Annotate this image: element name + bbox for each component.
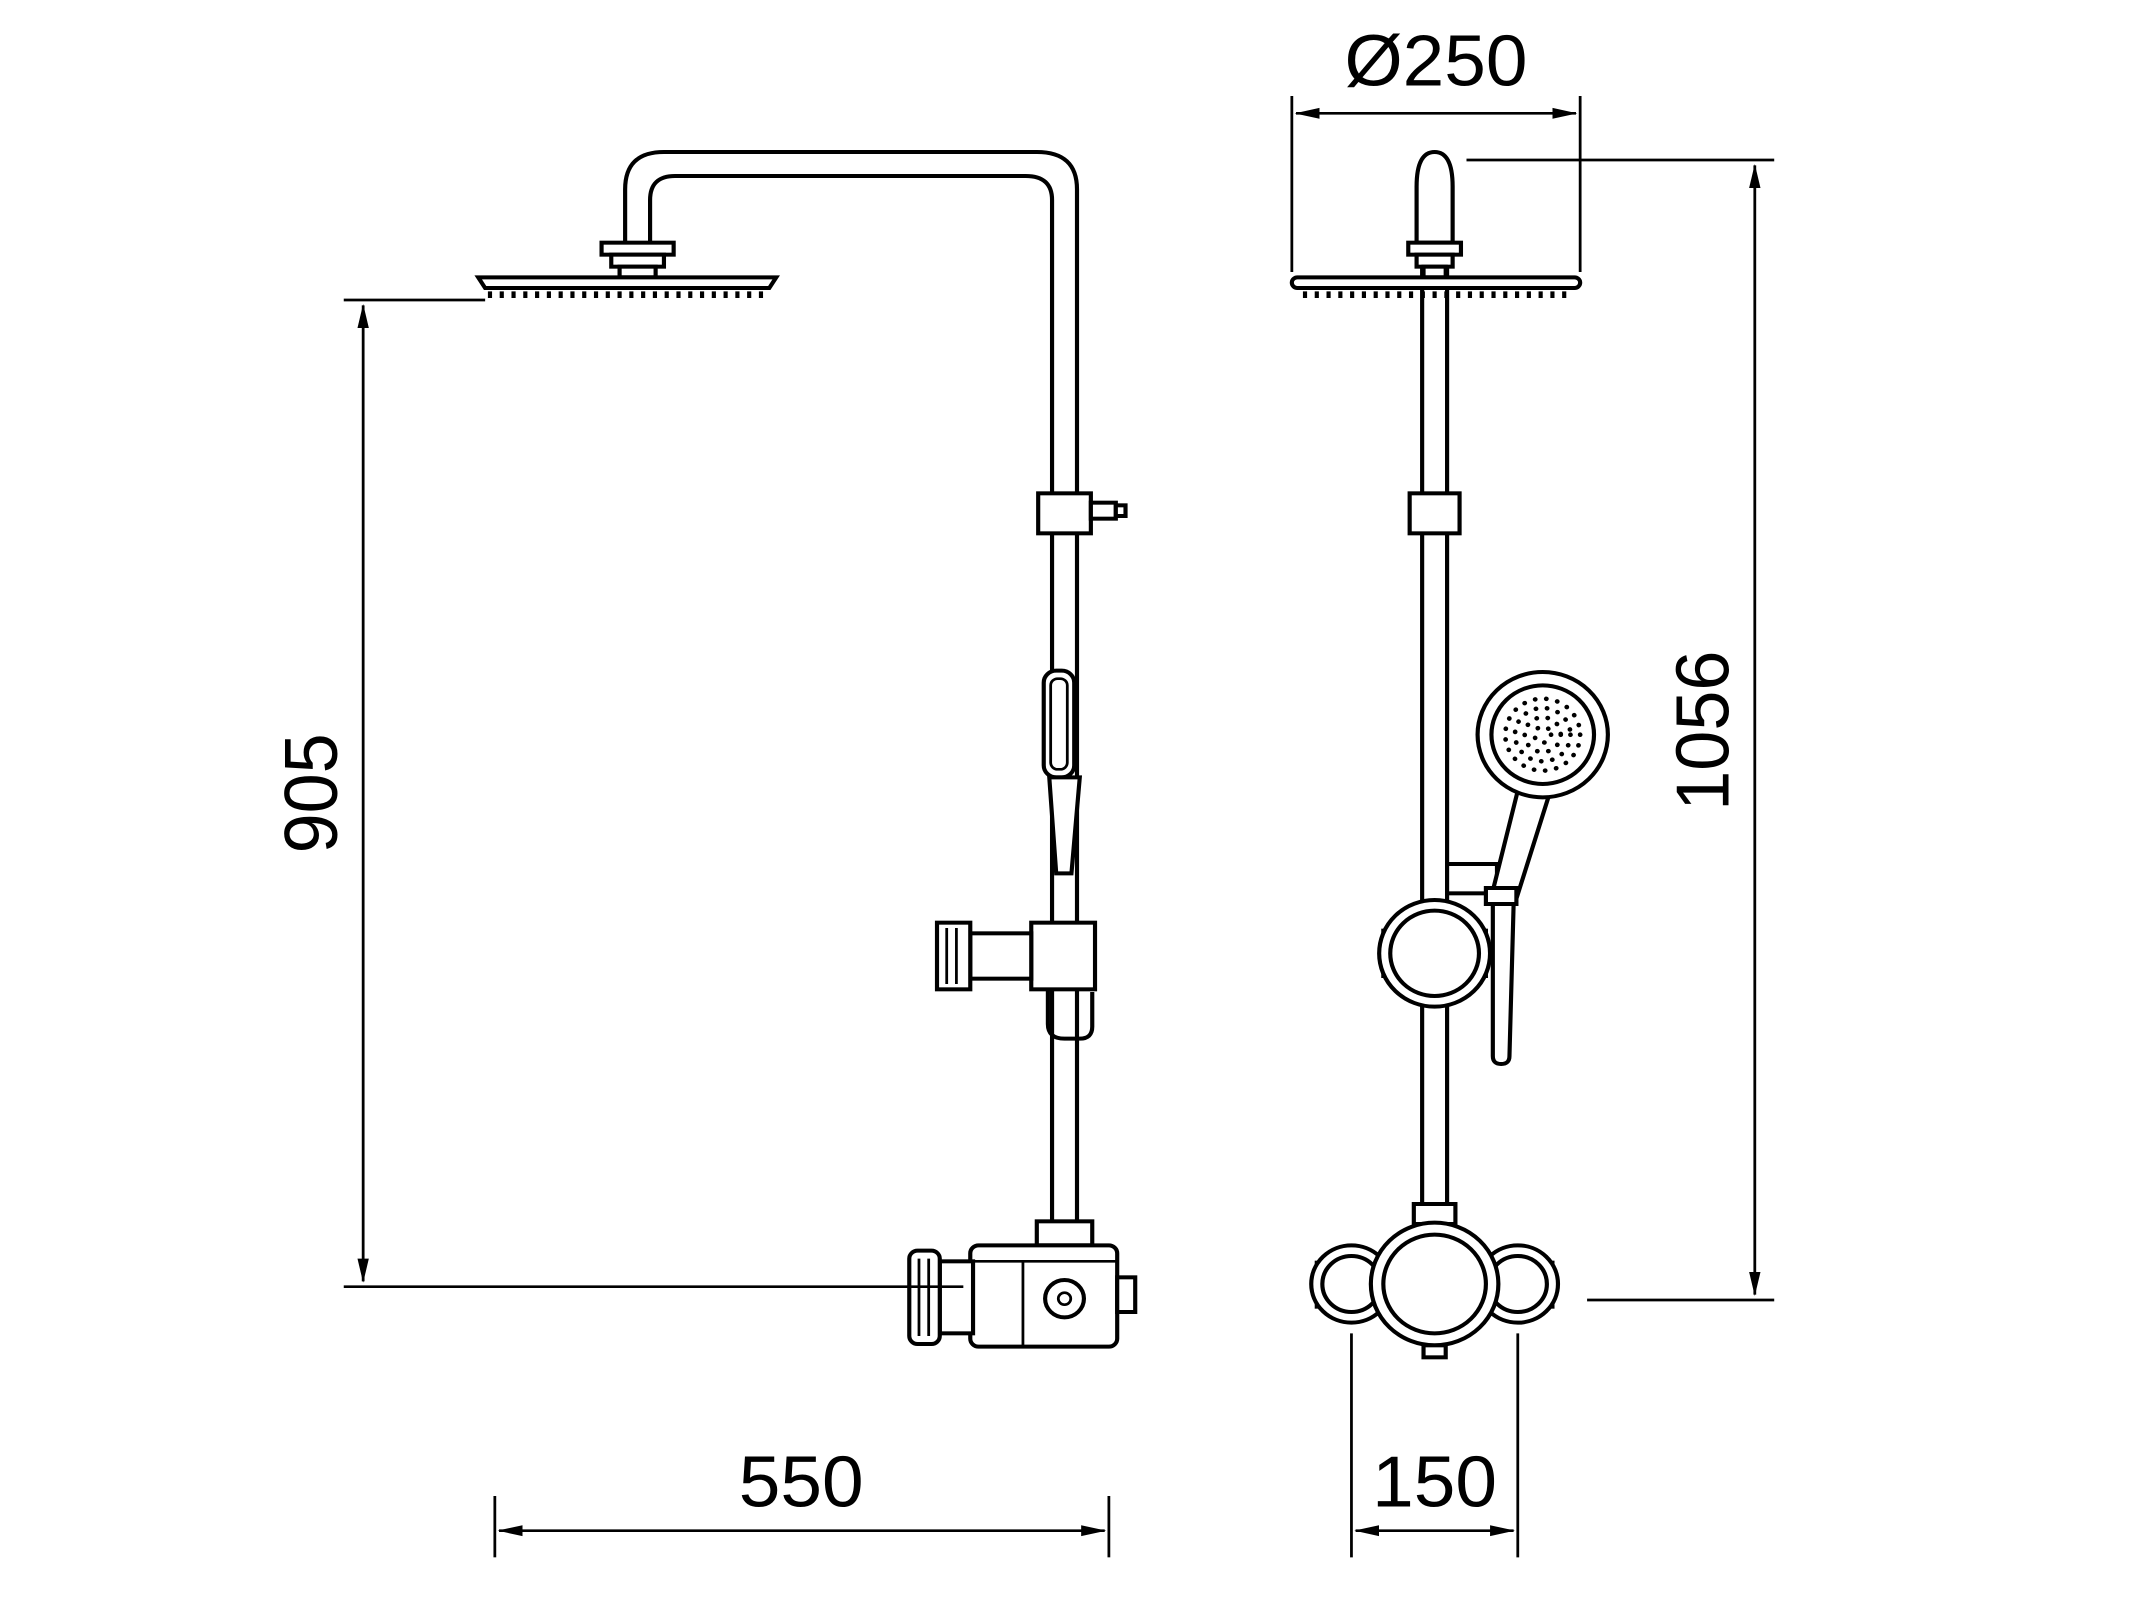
diverter-clamp [1029,920,1098,992]
diverter-knob-body [968,931,1034,981]
handset-head-detail [1049,677,1069,771]
hand-shower-front [1445,670,1610,1067]
mixer-valve-side [907,1219,1138,1349]
head-diameter-label: Ø250 [1344,21,1527,101]
rain-head-side [474,275,780,290]
riser-height-label: 905 [270,733,354,853]
handset-head-side [1041,668,1077,780]
dimension-riser-height: 905 [270,298,964,1288]
slider-clamp-side [1036,491,1128,536]
diverter-assembly-side [934,920,1098,1041]
slider-knob [1088,500,1118,521]
handset-spray-ring [1532,724,1554,745]
handset-handle-side [1047,775,1083,876]
dimension-valve-centres: 150 [1350,1333,1520,1558]
handset-head-inner [1489,683,1597,786]
slider-body [1036,491,1093,536]
side-view [474,150,1138,1349]
mixer-bottom-outlet [1421,1343,1448,1360]
diverter-knob-cap [934,920,973,992]
rain-head-front [1289,275,1583,290]
dimension-head-diameter: Ø250 [1290,21,1582,272]
front-view [1289,149,1610,1360]
diverter-knob-outer [1377,897,1493,1009]
valve-centres-label: 150 [1372,1442,1497,1522]
hose-nut [1483,886,1519,906]
mixer-knob-cap [907,1248,942,1346]
head-connector-side [599,240,676,280]
holder-hook [1045,989,1095,1041]
slider-knob-cap [1113,503,1128,518]
mixer-knob-neck [937,1259,976,1336]
handset-spray-ring [1522,715,1564,755]
mixer-coupling [1034,1219,1095,1248]
dimension-overall-height: 1056 [1466,158,1775,1302]
handset-spray-ring [1512,705,1573,764]
handset-head-outer [1475,670,1610,800]
riser-arm-outer-line [623,150,1080,1243]
dimension-reach: 550 [493,1442,1111,1558]
hand-shower-side [1041,668,1083,876]
riser-coupling-upper [1407,491,1462,536]
diverter-knob-inner [1388,908,1482,998]
mixer-outlet-circle [1043,1277,1087,1320]
handset-spray-ring [1502,696,1583,773]
riser-arm-inner-line [648,174,1055,1243]
reach-label: 550 [739,1442,864,1522]
head-connector-front [1406,240,1464,280]
mixer-center-outer [1368,1220,1501,1348]
mixer-valve-front [1309,1220,1561,1360]
hose-drop [1490,902,1516,1067]
overall-height-label: 1056 [1661,651,1745,811]
mixer-center-inner [1381,1232,1488,1336]
mixer-outlet-dot [1056,1291,1073,1306]
arm-end-cap [1414,149,1455,245]
mixer-right-tab [1115,1275,1138,1314]
diverter-front [1377,897,1493,1009]
